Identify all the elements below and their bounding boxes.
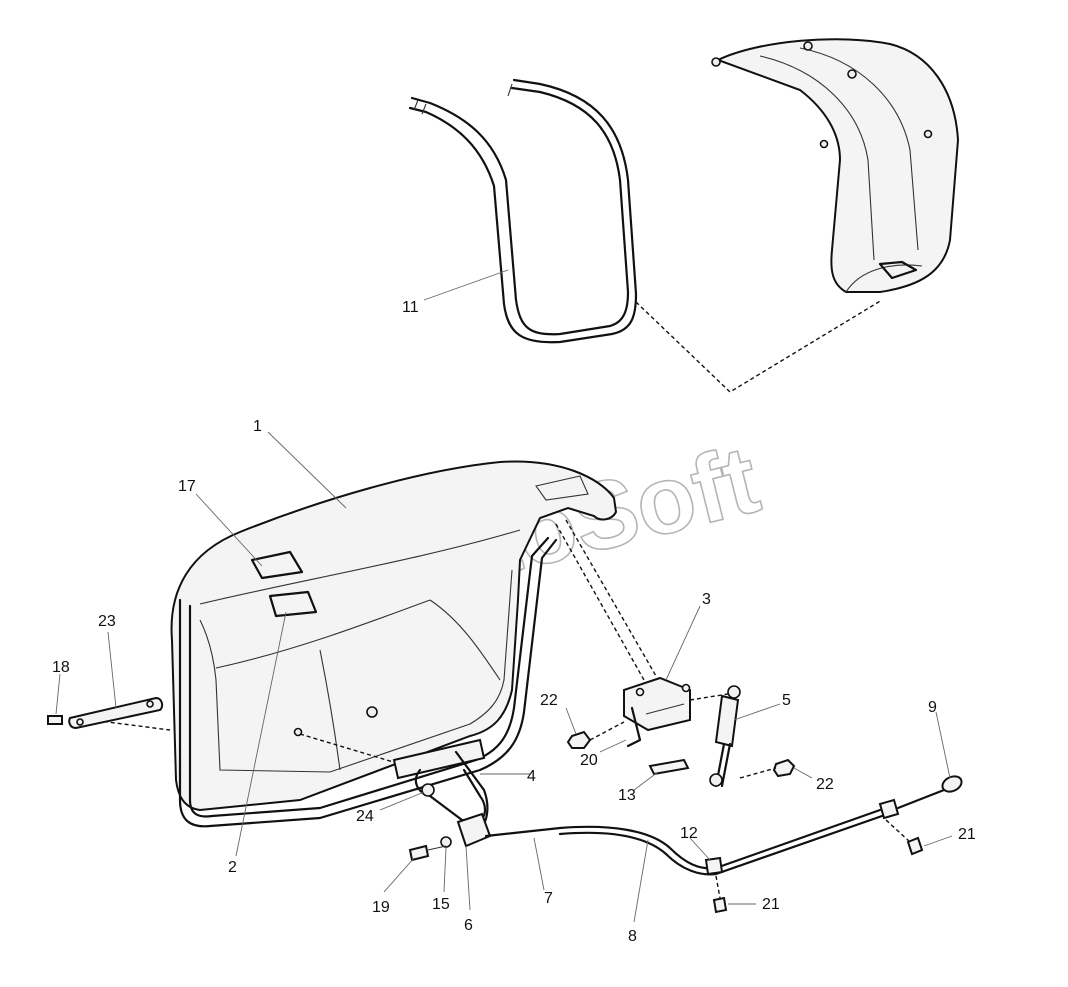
pull-ring-part-9 xyxy=(941,775,963,793)
cable-part-7-8 xyxy=(484,788,946,876)
callout-20: 20 xyxy=(580,752,598,769)
screw-part-21b xyxy=(712,875,728,914)
bolt-part-19 xyxy=(408,844,447,862)
gas-strut-part xyxy=(689,685,741,788)
washer-part-15 xyxy=(440,836,452,848)
screw-part-18 xyxy=(47,715,63,725)
callout-11: 11 xyxy=(402,299,419,316)
callout-9: 9 xyxy=(928,699,937,716)
callout-17: 17 xyxy=(178,478,196,495)
callout-24: 24 xyxy=(356,808,374,825)
callout-18: 18 xyxy=(52,659,70,676)
frame-rail-part xyxy=(408,78,638,344)
assembly-dashed-link xyxy=(635,299,883,393)
callout-22b: 22 xyxy=(816,776,834,793)
lid-part xyxy=(170,460,618,812)
grommet-part-24 xyxy=(421,783,435,797)
callout-21a: 21 xyxy=(958,826,976,843)
callout-6: 6 xyxy=(464,917,473,934)
hinge-bracket-part xyxy=(623,676,691,748)
callout-2: 2 xyxy=(228,859,237,876)
leader-lines xyxy=(55,269,953,923)
callout-22a: 22 xyxy=(540,692,558,709)
callout-15: 15 xyxy=(432,896,450,913)
callout-7: 7 xyxy=(544,890,553,907)
hinge-dashed-link-2 xyxy=(565,519,657,677)
nut-part-22a xyxy=(566,730,592,749)
callout-21b: 21 xyxy=(762,896,780,913)
callout-19: 19 xyxy=(372,899,390,916)
callout-12: 12 xyxy=(680,825,698,842)
screw-part-21a xyxy=(885,819,924,856)
top-case-shell xyxy=(711,38,960,293)
trim-plate-part xyxy=(68,696,164,730)
callout-1: 1 xyxy=(253,418,262,435)
callouts: 1 17 2 3 4 5 6 7 8 9 11 12 13 15 18 19 2… xyxy=(52,299,976,945)
nut-part-22b xyxy=(772,758,796,778)
callout-23: 23 xyxy=(98,613,116,630)
callout-4: 4 xyxy=(527,768,536,785)
callout-3: 3 xyxy=(702,591,711,608)
callout-13: 13 xyxy=(618,787,636,804)
block-part-13 xyxy=(648,758,690,776)
hinge-dashed-link xyxy=(555,523,645,681)
callout-5: 5 xyxy=(782,692,791,709)
callout-8: 8 xyxy=(628,928,637,945)
